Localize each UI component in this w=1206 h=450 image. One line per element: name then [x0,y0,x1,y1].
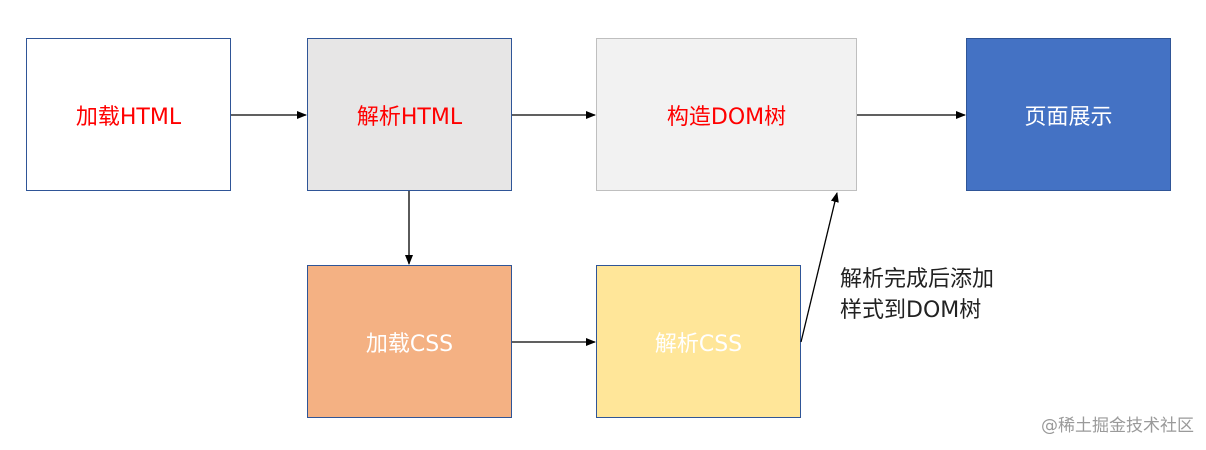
parse-css-box: 解析CSS [596,265,801,418]
parse-html-box: 解析HTML [307,38,512,191]
load-html-label: 加载HTML [75,104,182,130]
build-dom-tree-box: 构造DOM树 [596,38,857,191]
load-html-box: 加载HTML [26,38,231,191]
annotation-line-1: 解析完成后添加 [840,267,995,292]
arrow-parse-css-to-build-dom [800,192,839,343]
load-css-label: 加载CSS [365,331,454,357]
parse-html-label: 解析HTML [356,104,463,130]
annotation-line-2: 样式到DOM树 [840,298,982,323]
build-dom-tree-label: 构造DOM树 [666,104,787,130]
load-css-box: 加载CSS [307,265,512,418]
page-display-label: 页面展示 [1024,104,1113,130]
page-display-box: 页面展示 [966,38,1171,191]
parse-css-label: 解析CSS [654,331,743,357]
watermark: @稀土掘金技术社区 [1041,416,1194,436]
arrow-annotation: 解析完成后添加 样式到DOM树 [840,264,994,326]
